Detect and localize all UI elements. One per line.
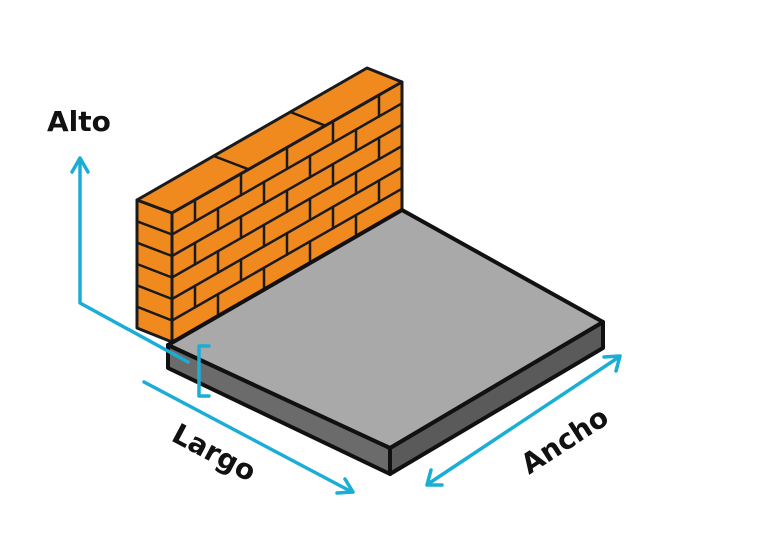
brick-course-line <box>135 241 174 258</box>
wall-mortar-lines <box>135 93 404 322</box>
length-arrowhead <box>335 477 355 495</box>
length-label: Largo <box>167 417 262 488</box>
width-arrowhead-end <box>602 354 622 373</box>
brick-wall-icon <box>135 66 404 344</box>
thickness-bracket <box>197 344 211 398</box>
brick-top-joint-line <box>212 154 250 171</box>
brick-course-line <box>135 284 174 301</box>
width-arrowhead-start <box>425 468 444 487</box>
brick-course-line <box>135 305 174 322</box>
slab-top-face <box>166 208 605 450</box>
width-label: Ancho <box>515 400 615 481</box>
brick-course-line <box>135 262 174 279</box>
width-dimension-line <box>426 355 621 486</box>
brick-course-line <box>135 220 174 236</box>
concrete-slab-icon <box>166 208 605 476</box>
length-dimension-line <box>142 380 354 494</box>
dimension-lines <box>70 156 622 495</box>
height-label: Alto <box>47 105 111 138</box>
height-dimension-line <box>78 158 190 364</box>
brick-top-joint-line <box>289 110 327 127</box>
height-arrowhead <box>70 156 90 174</box>
